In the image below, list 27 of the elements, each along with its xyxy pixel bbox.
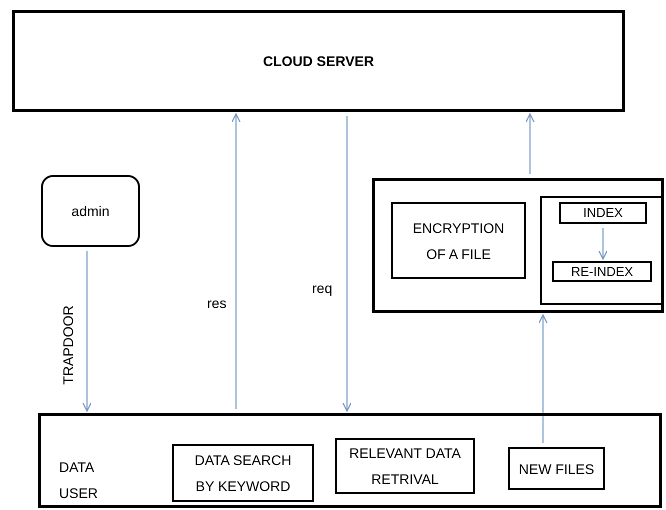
node-label: DATA SEARCH BY KEYWORD xyxy=(194,451,292,496)
node-label: admin xyxy=(71,202,110,220)
node-label: CLOUD SERVER xyxy=(263,52,374,70)
arrow xyxy=(231,113,241,409)
actor-box xyxy=(41,175,140,247)
arrow xyxy=(82,251,92,412)
edge-label: TRAPDOOR xyxy=(60,304,76,387)
arrow xyxy=(342,116,352,412)
node-label: DATA USER xyxy=(59,458,99,503)
index-group-box xyxy=(540,196,663,305)
process-box xyxy=(391,202,526,279)
process-box xyxy=(335,438,475,494)
arrow xyxy=(538,314,548,443)
server-box xyxy=(12,10,625,112)
arrow xyxy=(525,113,535,174)
process-box xyxy=(559,202,647,224)
node-label: RE-INDEX xyxy=(570,262,634,281)
node-label: INDEX xyxy=(583,204,623,222)
node-label: ENCRYPTION OF A FILE xyxy=(412,218,506,264)
node-label: RELEVANT DATA RETRIVAL xyxy=(348,444,462,489)
user-box xyxy=(38,413,662,508)
module-box xyxy=(372,178,664,313)
node-label: NEW FILES xyxy=(518,460,594,478)
process-box xyxy=(508,447,605,490)
arrow xyxy=(598,228,608,260)
process-box xyxy=(172,444,314,502)
process-box xyxy=(552,261,652,282)
